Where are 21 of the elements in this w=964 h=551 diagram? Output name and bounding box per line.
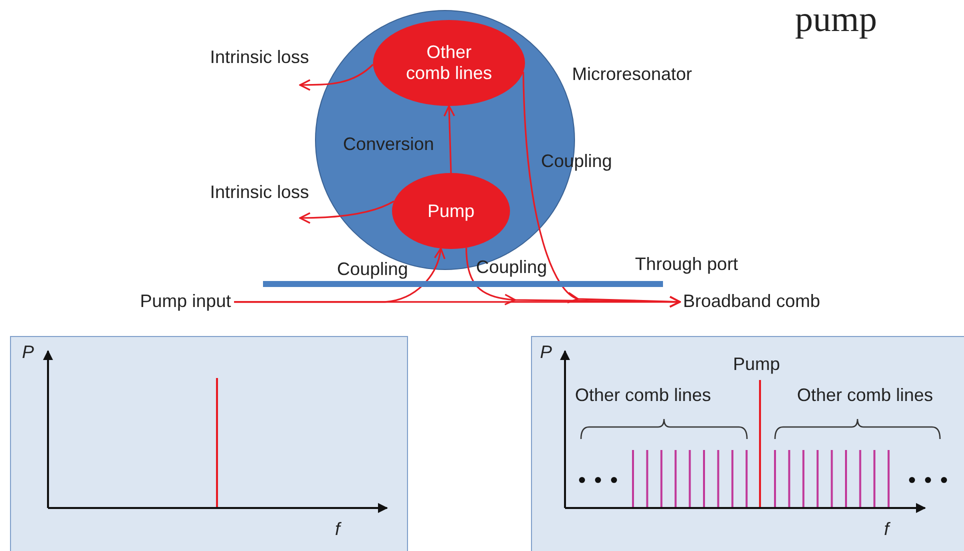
port-label: Through port <box>635 255 738 275</box>
edge-label: Intrinsic loss <box>210 183 310 203</box>
axis-label: P <box>22 343 34 363</box>
edge-label: Intrinsic loss <box>210 48 310 68</box>
arrow <box>444 105 456 174</box>
axis-label: f <box>335 520 340 540</box>
axis-label: P <box>540 343 552 363</box>
port-label: Pump input <box>140 292 232 312</box>
port-label: Broadband comb <box>683 292 820 312</box>
arrow <box>299 64 374 91</box>
line-label: Other comb lines <box>797 386 934 406</box>
edge-label: Coupling <box>476 258 548 278</box>
edge-label: Coupling <box>337 260 408 280</box>
line-label: Pump <box>733 355 780 375</box>
axis-label: f <box>884 520 890 540</box>
edge-label: Conversion <box>343 135 434 155</box>
arrow <box>299 200 394 224</box>
figure-label: pump <box>795 0 878 40</box>
arrow <box>234 296 681 308</box>
line-label: Other comb lines <box>575 386 712 406</box>
resonator-label: Microresonator <box>572 65 692 85</box>
